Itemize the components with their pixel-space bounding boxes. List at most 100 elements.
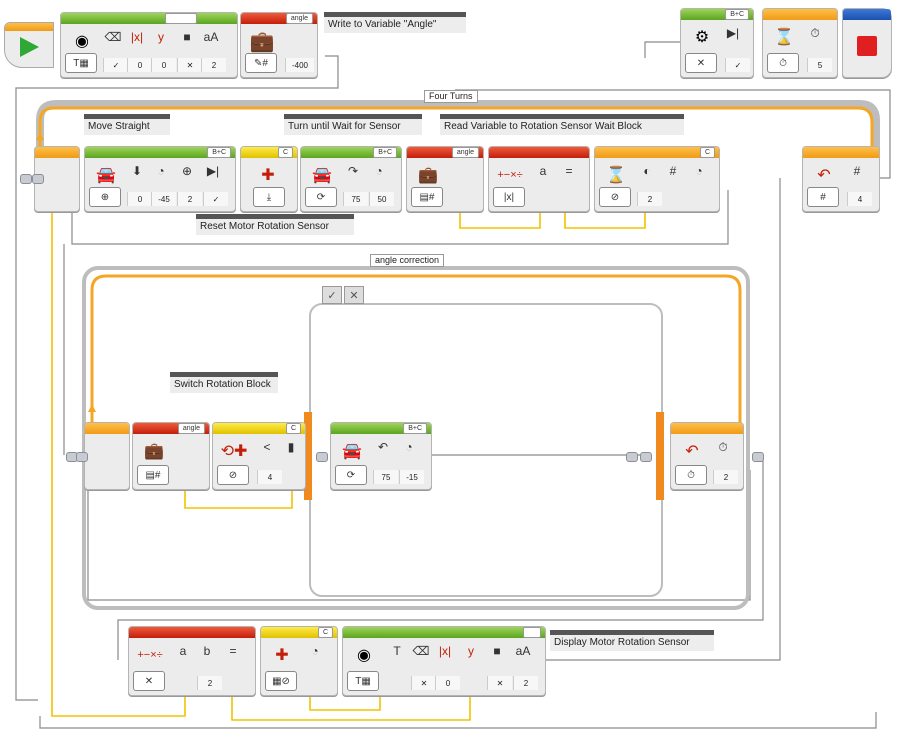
wait-rotation-port[interactable]: C [699, 147, 715, 158]
wait-rotation-block[interactable]: C ⌛ ⊘ ◐ # ◔ 2 [594, 146, 720, 212]
display-mode-selector-2[interactable]: T▦ [347, 671, 379, 691]
move-power-value[interactable]: -45 [151, 192, 176, 206]
loop-count-value[interactable]: 4 [847, 192, 872, 206]
switch-port[interactable]: C [285, 423, 301, 434]
steer-port[interactable]: B+C [373, 147, 397, 158]
switch-true-tab[interactable]: ✓ [322, 286, 342, 304]
reset-mode-selector[interactable]: ⤓ [253, 187, 285, 207]
motor-icon: ⚙ [694, 29, 710, 46]
suitcase-icon: 💼 [249, 30, 275, 53]
wait-seconds-value[interactable]: 5 [807, 58, 832, 72]
display-font-value[interactable]: 2 [201, 58, 226, 72]
math-block[interactable]: +−×÷ |x| a = [488, 146, 590, 212]
variable-value[interactable]: -400 [285, 58, 314, 72]
stop-program-block[interactable] [842, 8, 892, 78]
motor-rotation-reset-block[interactable]: C ✚ ⤓ [240, 146, 298, 212]
timer-mode-selector[interactable]: ⏱ [767, 53, 799, 73]
comment-write-variable[interactable]: Write to Variable "Angle" [324, 12, 466, 33]
display-y-value[interactable]: 0 [151, 58, 176, 72]
data-wire [51, 198, 186, 717]
steer-power-value[interactable]: 50 [369, 192, 394, 206]
brake-icon: ▶| [726, 26, 740, 40]
read-variable-name-port[interactable]: angle [451, 147, 479, 158]
write-variable-block[interactable]: angle 💼 ✎# -400 [240, 12, 318, 78]
comment-switch-rotation[interactable]: Switch Rotation Block [170, 372, 278, 393]
switch-threshold-value[interactable]: 4 [257, 470, 282, 484]
move-port[interactable]: B+C [207, 147, 231, 158]
display2-x-value[interactable]: 0 [435, 676, 460, 690]
variable-name-port[interactable]: angle [285, 13, 313, 24]
move-steering-turn-block[interactable]: B+C 🚘 ⟳ ↷ ◔ 75 50 [300, 146, 402, 212]
motor-rotation-sensor-block[interactable]: C ✚ ◔ ▦⊘ [260, 626, 338, 696]
wait-compare-value[interactable]: 2 [637, 192, 662, 206]
degrees-icon: ◔ [311, 644, 319, 658]
display-text-block[interactable]: ◉ T▦ ⌫ |x| y ■ aA ✓ 0 0 ✕ 2 [60, 12, 238, 78]
color-icon: ■ [493, 644, 501, 658]
sensor-port[interactable]: C [317, 627, 333, 638]
suitcase-icon: 💼 [144, 443, 164, 460]
display-icon: ◉ [357, 647, 371, 664]
move-mode-selector[interactable]: ⊕ [89, 187, 121, 207]
comment-read-variable[interactable]: Read Variable to Rotation Sensor Wait Bl… [440, 114, 684, 135]
switch-rotation-block[interactable]: C ⟲✚ ⊘ < ▮ 4 [212, 422, 306, 490]
reset-port[interactable]: C [277, 147, 293, 158]
move-rotations-value[interactable]: 2 [177, 192, 202, 206]
math-a-input-2[interactable]: a [179, 644, 187, 658]
move-steering-block[interactable]: B+C 🚘 ⊕ ⬇ ◔ ⊕ ▶| 0 -45 2 ✓ [84, 146, 236, 212]
steer-steering-value[interactable]: 75 [343, 192, 368, 206]
loop-name-angle-correction[interactable]: angle correction [370, 254, 445, 267]
degrees-icon: ◔ [695, 164, 703, 178]
read-variable-block-2[interactable]: angle 💼 ▤# [132, 422, 210, 490]
correct-steering-value[interactable]: 75 [373, 470, 398, 484]
steer-mode-selector[interactable]: ⟳ [305, 187, 337, 207]
steering-icon: 🚘 [342, 443, 362, 460]
loop-start-2[interactable] [84, 422, 130, 490]
math-b-value[interactable]: 2 [197, 676, 222, 690]
brake-icon: ▶| [206, 164, 220, 178]
motor-port[interactable]: B+C [725, 9, 749, 20]
comment-display-motor[interactable]: Display Motor Rotation Sensor [550, 630, 714, 651]
comment-move-straight[interactable]: Move Straight [84, 114, 170, 135]
off-mode-selector[interactable]: ✕ [685, 53, 717, 73]
loop-timer-mode-selector[interactable]: ⏱ [675, 465, 707, 485]
loop-timer-value[interactable]: 2 [713, 470, 738, 484]
display-mode-selector[interactable]: T▦ [65, 53, 97, 73]
display-text-block-2[interactable]: ◉ T▦ T ⌫ |x| y ■ aA ✕ 0 ✕ 2 [342, 626, 546, 696]
write-mode-selector[interactable]: ✎# [245, 53, 277, 73]
loop-name-four-turns[interactable]: Four Turns [424, 90, 478, 103]
equals-icon: = [229, 644, 237, 658]
read-variable-block[interactable]: angle 💼 ▤# [406, 146, 484, 212]
correct-power-value[interactable]: -15 [399, 470, 424, 484]
rotation-sensor-icon: ⟲✚ [220, 443, 248, 460]
comment-turn-until[interactable]: Turn until Wait for Sensor [284, 114, 422, 135]
sensor-mode-selector[interactable]: ▦⊘ [265, 671, 297, 691]
read-mode-selector[interactable]: ▤# [411, 187, 443, 207]
math-block-2[interactable]: +−×÷ ✕ a b = 2 [128, 626, 256, 696]
math-mode-selector[interactable]: |x| [493, 187, 525, 207]
steering-arrow-icon: ⬇ [131, 164, 143, 178]
y-param-icon: y [468, 644, 474, 658]
wait-timer-block[interactable]: ⌛ ⏱ ⏱ 5 [762, 8, 838, 78]
display-x-value[interactable]: 0 [127, 58, 152, 72]
loop-end-timer-block[interactable]: ↶ ⏱ ⏱ 2 [670, 422, 744, 490]
loop-icon: ↶ [817, 167, 831, 184]
switch-false-tab[interactable]: ✕ [344, 286, 364, 304]
motor-off-block[interactable]: B+C ⚙ ▶| ✕ ✓ [680, 8, 754, 78]
correct-steer-port[interactable]: B+C [403, 423, 427, 434]
comment-reset-motor[interactable]: Reset Motor Rotation Sensor [196, 214, 354, 235]
start-block[interactable] [4, 22, 54, 68]
move-steering-correct-block[interactable]: B+C 🚘 ⟳ ↶ ◔ 75 -15 [330, 422, 432, 490]
read-mode-selector-2[interactable]: ▤# [137, 465, 169, 485]
count-icon: # [853, 164, 861, 178]
move-steering-value[interactable]: 0 [127, 192, 152, 206]
loop-mode-selector[interactable]: # [807, 187, 839, 207]
read-variable-name-port-2[interactable]: angle [177, 423, 205, 434]
math-a-input[interactable]: a [539, 164, 547, 178]
math-b-input[interactable]: b [203, 644, 211, 658]
display2-font-value[interactable]: 2 [513, 676, 538, 690]
loop-end-count-block[interactable]: ↶ # # 4 [802, 146, 880, 212]
math-mode-selector-2[interactable]: ✕ [133, 671, 165, 691]
switch-mode-selector[interactable]: ⊘ [217, 465, 249, 485]
wait-mode-selector[interactable]: ⊘ [599, 187, 631, 207]
correct-mode-selector[interactable]: ⟳ [335, 465, 367, 485]
